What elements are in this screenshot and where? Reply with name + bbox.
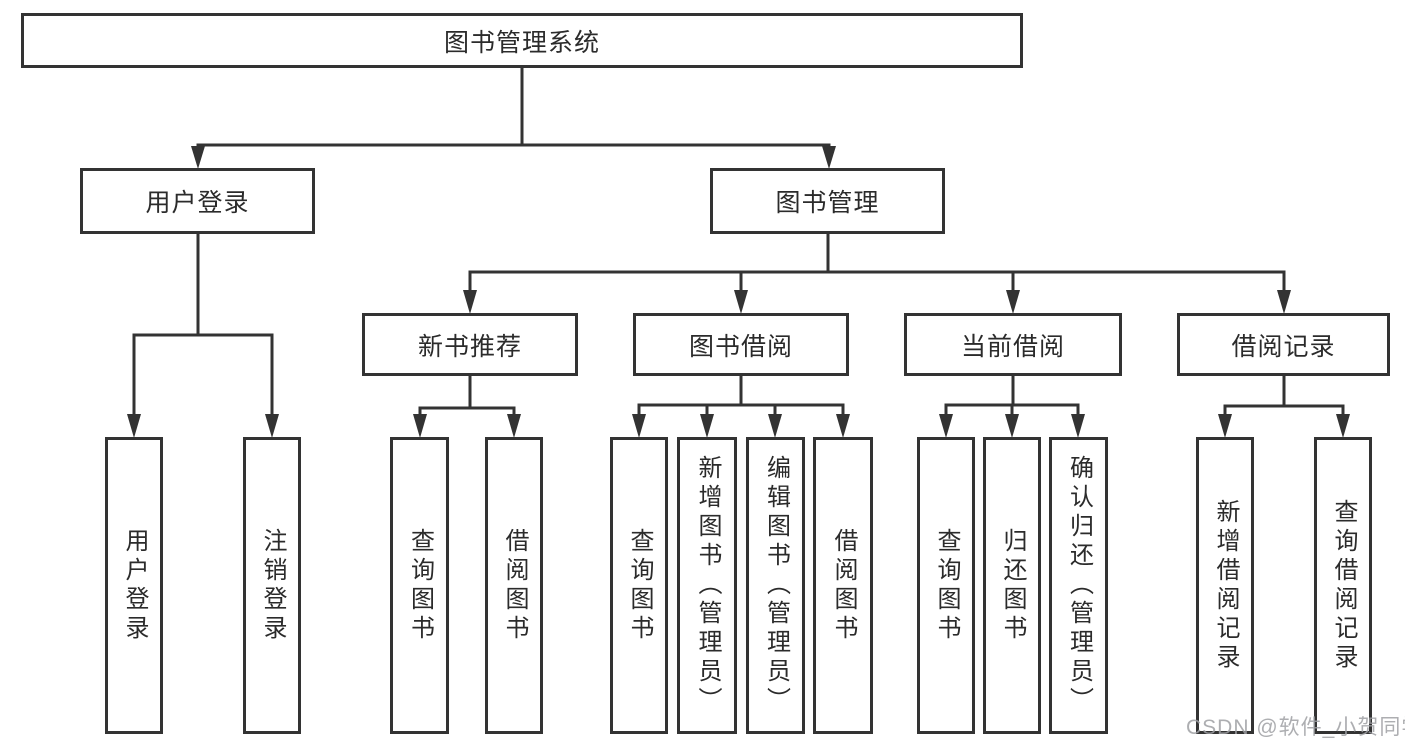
node-new-book-recommend: 新书推荐 — [362, 313, 578, 376]
node-label: 用户登录 — [145, 189, 250, 217]
csdn-watermark: CSDN @软件_小贺同学 — [1186, 716, 1405, 739]
leaf-label: 新增借阅记录 — [1212, 498, 1239, 673]
leaf-node-add-book-admin: 新增图书（管理员） — [677, 437, 737, 734]
leaf-node-logout: 注销登录 — [243, 437, 301, 734]
leaf-label: 用户登录 — [121, 527, 148, 644]
leaf-label: 归还图书 — [999, 527, 1026, 644]
edge-bookmgmt-to-level3 — [463, 232, 1291, 314]
leaf-node-query-borrow-record: 查询借阅记录 — [1314, 437, 1372, 734]
node-current-borrowing: 当前借阅 — [904, 313, 1122, 376]
root-node-system: 图书管理系统 — [21, 13, 1023, 68]
leaf-node-add-borrow-record: 新增借阅记录 — [1196, 437, 1254, 734]
node-borrowing-records: 借阅记录 — [1177, 313, 1390, 376]
leaf-node-query-books-recommend: 查询图书 — [390, 437, 449, 734]
node-book-management: 图书管理 — [710, 168, 945, 234]
leaf-label: 确认归还（管理员） — [1065, 455, 1093, 716]
leaf-label: 查询图书 — [933, 527, 960, 644]
leaf-node-borrow-books: 借阅图书 — [813, 437, 873, 734]
leaf-node-borrow-books-recommend: 借阅图书 — [485, 437, 543, 734]
node-label: 图书借阅 — [688, 332, 793, 361]
leaf-label: 借阅图书 — [830, 527, 857, 644]
edge-record-to-leaves — [1218, 374, 1350, 438]
node-label: 借阅记录 — [1231, 332, 1336, 361]
edge-newbook-to-leaves — [413, 374, 521, 438]
node-user-login: 用户登录 — [80, 168, 315, 234]
leaf-node-query-books-current: 查询图书 — [917, 437, 975, 734]
leaf-label: 查询借阅记录 — [1330, 498, 1357, 673]
leaf-label: 查询图书 — [626, 527, 653, 644]
leaf-node-confirm-return-admin: 确认归还（管理员） — [1049, 437, 1108, 734]
node-book-borrowing: 图书借阅 — [633, 313, 849, 376]
leaf-node-query-books-borrow: 查询图书 — [610, 437, 668, 734]
leaf-node-return-book: 归还图书 — [983, 437, 1041, 734]
leaf-label: 编辑图书（管理员） — [762, 455, 790, 716]
node-label: 新书推荐 — [417, 332, 522, 361]
edge-borrow-to-leaves — [632, 374, 850, 438]
edge-root-to-level2 — [191, 66, 836, 169]
node-label: 当前借阅 — [960, 332, 1065, 361]
leaf-label: 查询图书 — [406, 527, 434, 644]
node-label: 图书管理 — [775, 189, 880, 217]
leaf-label: 注销登录 — [259, 527, 286, 644]
leaf-label: 借阅图书 — [501, 527, 528, 644]
leaf-label: 新增图书（管理员） — [694, 455, 721, 716]
root-node-label: 图书管理系统 — [443, 28, 600, 57]
edge-userlogin-to-leaves — [127, 232, 279, 438]
leaf-node-user-login: 用户登录 — [105, 437, 163, 734]
edge-current-to-leaves — [939, 374, 1085, 438]
leaf-node-edit-book-admin: 编辑图书（管理员） — [746, 437, 805, 734]
